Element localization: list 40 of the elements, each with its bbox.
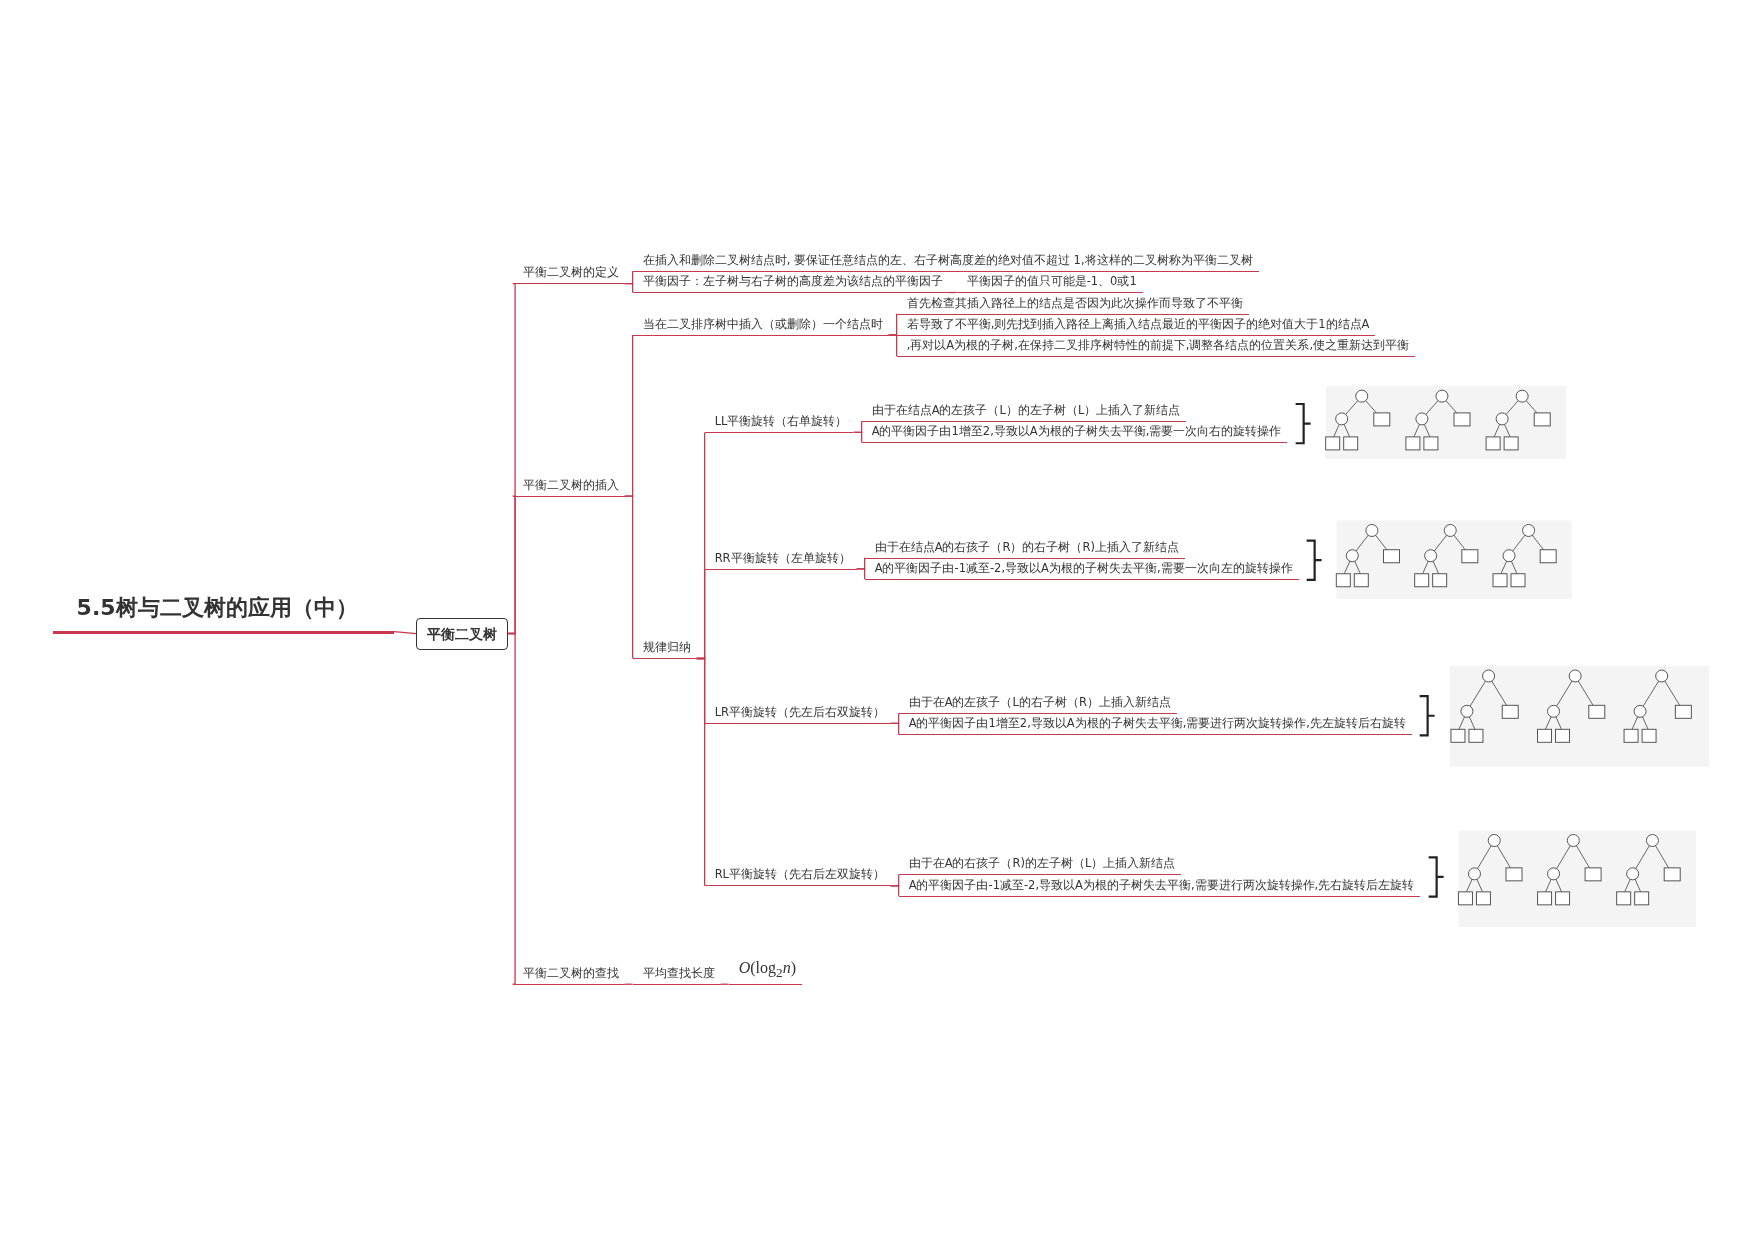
topic-label: LL平衡旋转（右单旋转） [704,413,854,434]
branch-line [890,722,900,736]
branch-line [853,431,863,444]
topic-label: ,再对以A为根的子树,在保持二叉排序树特性的前提下,调整各结点的位置关系,使之重新达到平衡 [896,337,1416,358]
title-topic: 5.5树与二叉树的应用（中） [52,592,394,634]
topic-label: 平衡二叉树的查找 [512,964,625,985]
topic-label: A的平衡因子由-1减至-2,导致以A为根的子树失去平衡,需要进行两次旋转操作,先右旋转后左旋转 [898,876,1421,897]
topic-label: 规律归纳 [632,639,697,660]
topic-label: 平衡因子的值只可能是-1、0或1 [956,273,1143,294]
branch-line [696,657,706,887]
topic-label: 由于在结点A的右孩子（R）的右子树（R)上插入了新结点 [864,538,1185,559]
topic-label: RL平衡旋转（先右后左双旋转） [704,866,892,887]
topic-label: 首先检查其插入路径上的结点是否因为此次操作而导致了不平衡 [896,294,1249,315]
branch-line [507,632,516,985]
topic-label: 由于在A的左孩子（L的右子树（R）上插入新结点 [898,694,1177,715]
branch-line [948,291,958,294]
branch-line [393,630,418,635]
topic-label: 当在二叉排序树中插入（或删除）一个结点时 [632,315,889,336]
branch-line [624,983,634,985]
topic-label: A的平衡因子由-1减至-2,导致以A为根的子树失去平衡,需要一次向左的旋转操作 [864,559,1299,580]
topic-label: 平衡二叉树的定义 [512,264,625,285]
branch-line [720,983,730,985]
central-topic-box: 平衡二叉树 [416,617,509,650]
topic-label: RR平衡旋转（左单旋转） [704,549,857,570]
branch-line [890,885,900,897]
topic-label: 平均查找长度 [632,964,721,985]
topic-label: 由于在结点A的左孩子（L）的左子树（L）上插入了新结点 [861,401,1187,422]
topic-label: 在插入和删除二叉树结点时, 要保证任意结点的左、右子树高度差的绝对值不超过 1,将这样的二叉树称为平衡二叉树 [632,252,1259,272]
topic-label: 平衡因子：左子树与右子树的高度差为该结点的平衡因子 [632,273,949,294]
topic-label: LR平衡旋转（先左后右双旋转） [704,704,892,725]
branch-line [624,282,634,294]
branch-line [856,568,866,580]
branch-line [624,495,634,660]
branch-line [888,334,898,357]
topic-label: O(log$_{2}$n) [728,959,802,986]
topic-label: 由于在A的右孩子（R)的左子树（L）上插入新结点 [898,855,1182,876]
topic-label: 若导致了不平衡,则先找到插入路径上离插入结点最近的平衡因子的绝对值大于1的结点A [896,315,1376,336]
topic-label: 平衡二叉树的插入 [512,476,625,497]
topic-label: A的平衡因子由1增至2,导致以A为根的子树失去平衡,需要进行两次旋转操作,先左旋转后右旋转 [898,715,1412,736]
topic-label: A的平衡因子由1增至2,导致以A为根的子树失去平衡,需要一次向右的旋转操作 [861,423,1288,444]
